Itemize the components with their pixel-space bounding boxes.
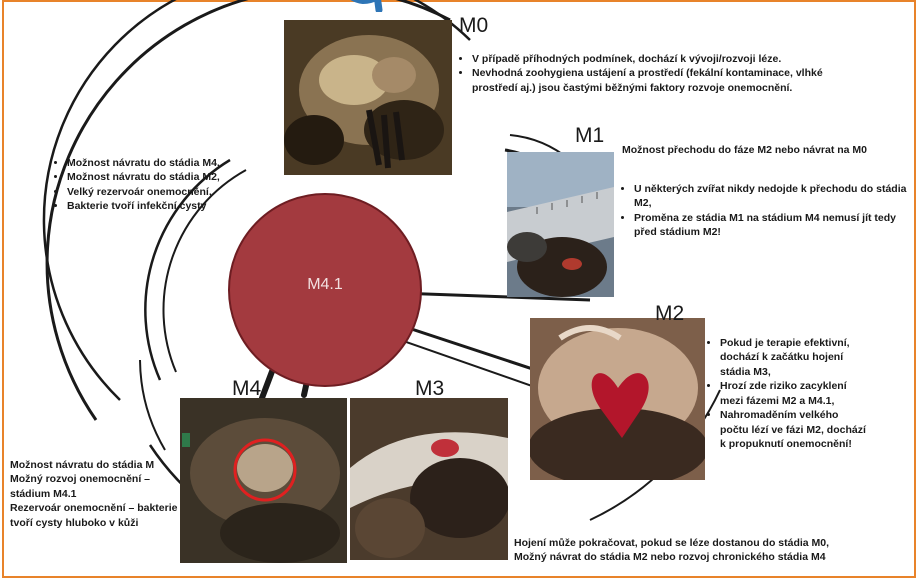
m0-note-item: Nevhodná zoohygiena ustájení a prostředí… xyxy=(472,66,850,95)
m0-notes: V případě příhodných podmínek, dochází k… xyxy=(460,52,850,95)
m1-notes: U některých zvířat nikdy nedojde k přech… xyxy=(622,182,914,240)
m4-photo xyxy=(180,398,347,563)
m3-note-item: Hojení může pokračovat, pokud se léze do… xyxy=(514,536,914,550)
m4-note-item: Možný rozvoj onemocnění – stádium M4.1 xyxy=(10,472,182,501)
m0-photo xyxy=(284,20,452,175)
m3-note-item: Možný návrat do stádia M2 nebo rozvoj ch… xyxy=(514,550,914,564)
m2-stage-label: M2 xyxy=(655,303,684,324)
m4-note-item: Rezervoár onemocnění – bakterie tvoří cy… xyxy=(10,501,182,530)
m41-note-item: Možnost návratu do stádia M4, xyxy=(67,156,275,170)
m2-note-item: Hrozí zde riziko zacyklení mezi fázemi M… xyxy=(720,379,868,408)
m41-notes: Možnost návratu do stádia M4, Možnost ná… xyxy=(55,156,275,214)
m41-center-label: M4.1 xyxy=(290,276,360,294)
m0-note-item: V případě příhodných podmínek, dochází k… xyxy=(472,52,850,66)
m4-note-item: Možnost návratu do stádia M xyxy=(10,458,182,472)
m1-note-item: Proměna ze stádia M1 na stádium M4 nemus… xyxy=(634,211,914,240)
m41-note-item: Možnost návratu do stádia M2, xyxy=(67,170,275,184)
m1-heading: Možnost přechodu do fáze M2 nebo návrat … xyxy=(622,143,912,157)
inner-arc xyxy=(140,360,165,450)
m0-stage-label: M0 xyxy=(459,15,488,36)
m3-stage-label: M3 xyxy=(415,378,444,399)
m3-photo xyxy=(350,398,508,560)
m3-notes: Hojení může pokračovat, pokud se léze do… xyxy=(514,536,914,565)
m4-stage-label: M4 xyxy=(232,378,261,399)
m41-note-item: Velký rezervoár onemocnění, xyxy=(67,185,275,199)
m1-note-item: U některých zvířat nikdy nedojde k přech… xyxy=(634,182,914,211)
m2-note-item: Nahromaděním velkého počtu lézí ve fázi … xyxy=(720,408,868,451)
m41-note-item: Bakterie tvoří infekční cysty xyxy=(67,199,275,213)
m4-notes: Možnost návratu do stádia M Možný rozvoj… xyxy=(0,458,182,530)
m2-note-item: Pokud je terapie efektivní, dochází k za… xyxy=(720,336,868,379)
m2-photo xyxy=(530,318,705,480)
m2-notes: Pokud je terapie efektivní, dochází k za… xyxy=(708,336,868,452)
m1-photo xyxy=(507,152,614,297)
m1-stage-label: M1 xyxy=(575,125,604,146)
